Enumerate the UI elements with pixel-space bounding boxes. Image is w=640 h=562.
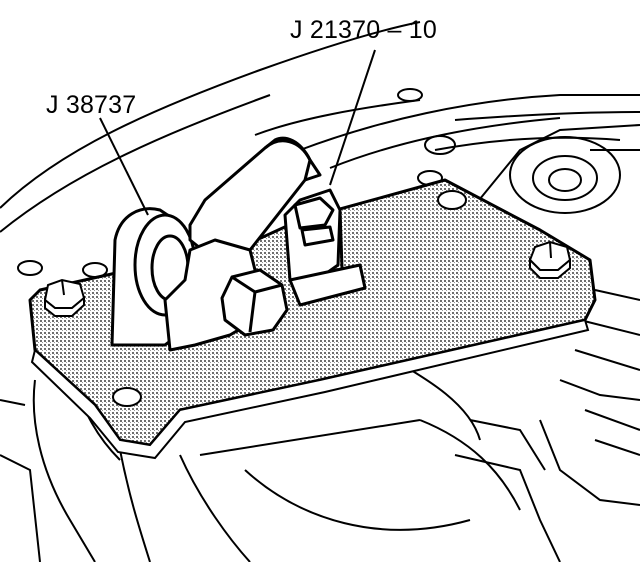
leader-lines	[99, 49, 376, 216]
housing-lines	[0, 21, 640, 233]
hex-nut	[220, 268, 289, 337]
casting-right	[17, 88, 640, 562]
plate-holes	[112, 190, 467, 407]
callout-left-tool: J 38737	[46, 91, 137, 119]
bolt-left	[43, 278, 86, 317]
pin-tool	[283, 188, 367, 307]
plate-edge	[30, 318, 590, 460]
roller-bracket	[110, 136, 322, 352]
lower-housing	[0, 354, 521, 562]
leader-left	[99, 117, 149, 216]
callout-upper-tool: J 21370 – 10	[290, 16, 437, 44]
leader-upper	[329, 49, 376, 186]
bolt-right	[528, 240, 572, 279]
